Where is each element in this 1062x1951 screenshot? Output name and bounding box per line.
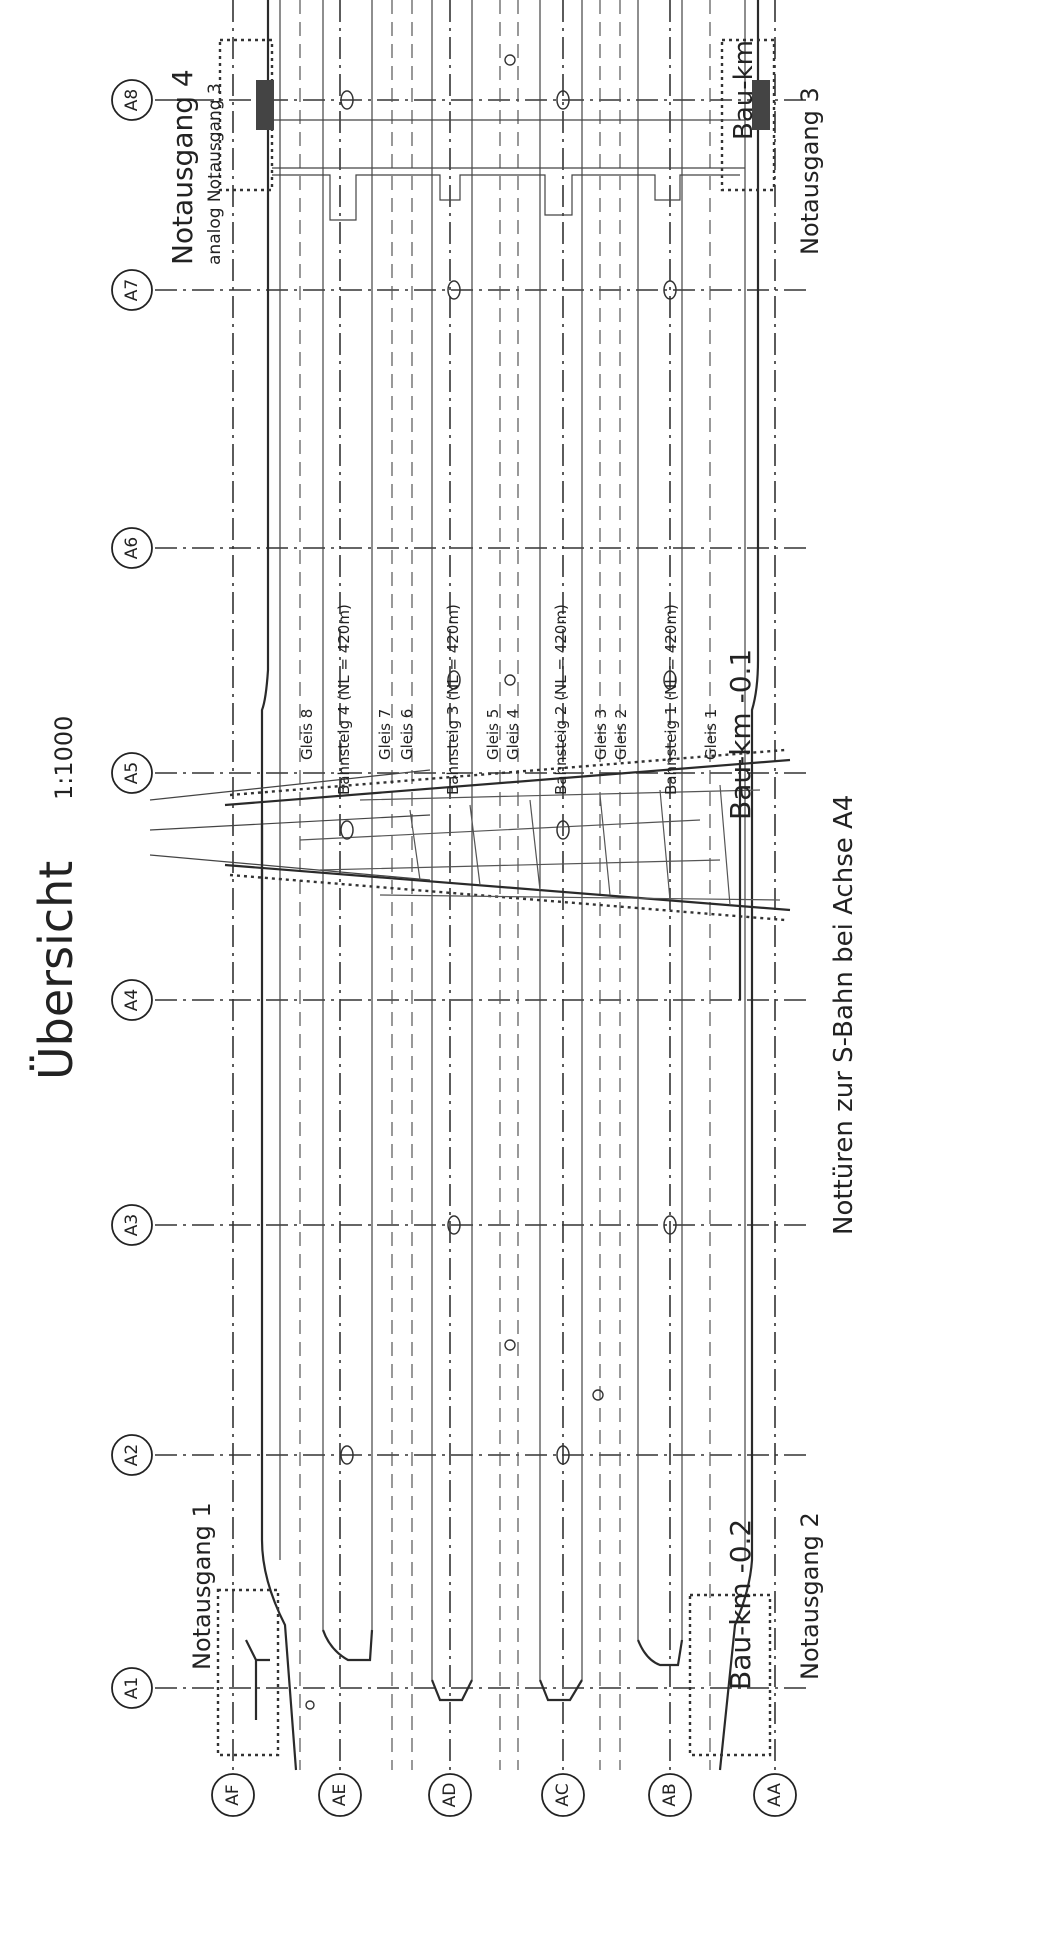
- track-label: Gleis 6: [398, 709, 416, 760]
- svg-text:A7: A7: [122, 279, 142, 301]
- label-notausgang-3: Notausgang 3: [796, 87, 824, 255]
- track-label: Gleis 5: [484, 709, 502, 760]
- svg-text:AD: AD: [440, 1783, 460, 1808]
- axis-bubble-a2: A2: [111, 1434, 153, 1476]
- axis-bubble-a4: A4: [111, 979, 153, 1021]
- axis-bubble-a7: A7: [111, 269, 153, 311]
- sbahn-crossing: [149, 748, 791, 1000]
- axis-bubble-a1: A1: [111, 1667, 153, 1709]
- axis-bubble-af: AF: [211, 1773, 255, 1817]
- label-nottueren: Nottüren zur S-Bahn bei Achse A4: [829, 795, 859, 1235]
- label-bau-km-02: Bau-km -0.2: [724, 1519, 757, 1690]
- svg-text:AB: AB: [660, 1783, 680, 1806]
- axis-bubble-aa: AA: [753, 1773, 797, 1817]
- track-label: Gleis 7: [376, 709, 394, 760]
- axis-bubble-a6: A6: [111, 527, 153, 569]
- track-label: Gleis 1: [702, 709, 720, 760]
- axis-bubble-ac: AC: [541, 1773, 585, 1817]
- track-label: Gleis 3: [592, 709, 610, 760]
- svg-text:A6: A6: [122, 537, 142, 559]
- svg-text:A8: A8: [122, 89, 142, 111]
- label-notausgang-1: Notausgang 1: [188, 1502, 216, 1670]
- emergency-exit-outlines: [216, 38, 776, 1757]
- track-label: Gleis 4: [504, 709, 522, 760]
- platform-symbols: [305, 54, 677, 1710]
- label-notausgang-4: Notausgang 4: [166, 69, 199, 265]
- plan-scale: 1:1000: [50, 716, 78, 800]
- axis-bubble-ae: AE: [318, 1773, 362, 1817]
- svg-text:A4: A4: [122, 989, 142, 1011]
- label-analog-note: analog Notausgang 3: [205, 83, 225, 265]
- svg-text:AE: AE: [330, 1784, 350, 1806]
- svg-text:A5: A5: [122, 762, 142, 784]
- platform-label: Bahnsteig 3 (NL = 420m): [444, 604, 462, 795]
- svg-text:AA: AA: [765, 1783, 785, 1807]
- label-bau-km-01: Bau-km -0.1: [724, 649, 757, 820]
- axis-bubble-a8: A8: [111, 79, 153, 121]
- transverse-axis-lines: [232, 0, 776, 1770]
- svg-text:AF: AF: [223, 1784, 243, 1805]
- axis-bubble-ad: AD: [428, 1773, 472, 1817]
- svg-text:A3: A3: [122, 1214, 142, 1236]
- station-walls: [260, 0, 760, 1771]
- transverse-axis-bubbles: AF AE AD AC AB AA: [211, 1773, 797, 1817]
- track-labels: Gleis 8 Bahnsteig 4 (NL = 420m) Gleis 7 …: [298, 604, 720, 795]
- track-label: Gleis 8: [298, 709, 316, 760]
- label-bau-km-top: Bau-km: [729, 40, 759, 140]
- platform-label: Bahnsteig 1 (NL = 420m): [662, 604, 680, 795]
- track-label: Gleis 2: [612, 709, 630, 760]
- platform-label: Bahnsteig 2 (NL = 420m): [552, 604, 570, 795]
- axis-bubble-a3: A3: [111, 1204, 153, 1246]
- svg-text:A2: A2: [122, 1444, 142, 1466]
- svg-text:AC: AC: [553, 1783, 573, 1806]
- axis-bubble-ab: AB: [648, 1773, 692, 1817]
- longitudinal-axis-bubbles: A1 A2 A3 A4 A5 A6 A7 A8: [111, 79, 153, 1709]
- plan-title: Übersicht: [29, 861, 83, 1080]
- platform-label: Bahnsteig 4 (NL = 420m): [335, 604, 353, 795]
- label-notausgang-2: Notausgang 2: [796, 1512, 824, 1680]
- axis-bubble-a5: A5: [111, 752, 153, 794]
- longitudinal-axis-lines: [155, 99, 810, 1689]
- svg-text:A1: A1: [122, 1677, 142, 1699]
